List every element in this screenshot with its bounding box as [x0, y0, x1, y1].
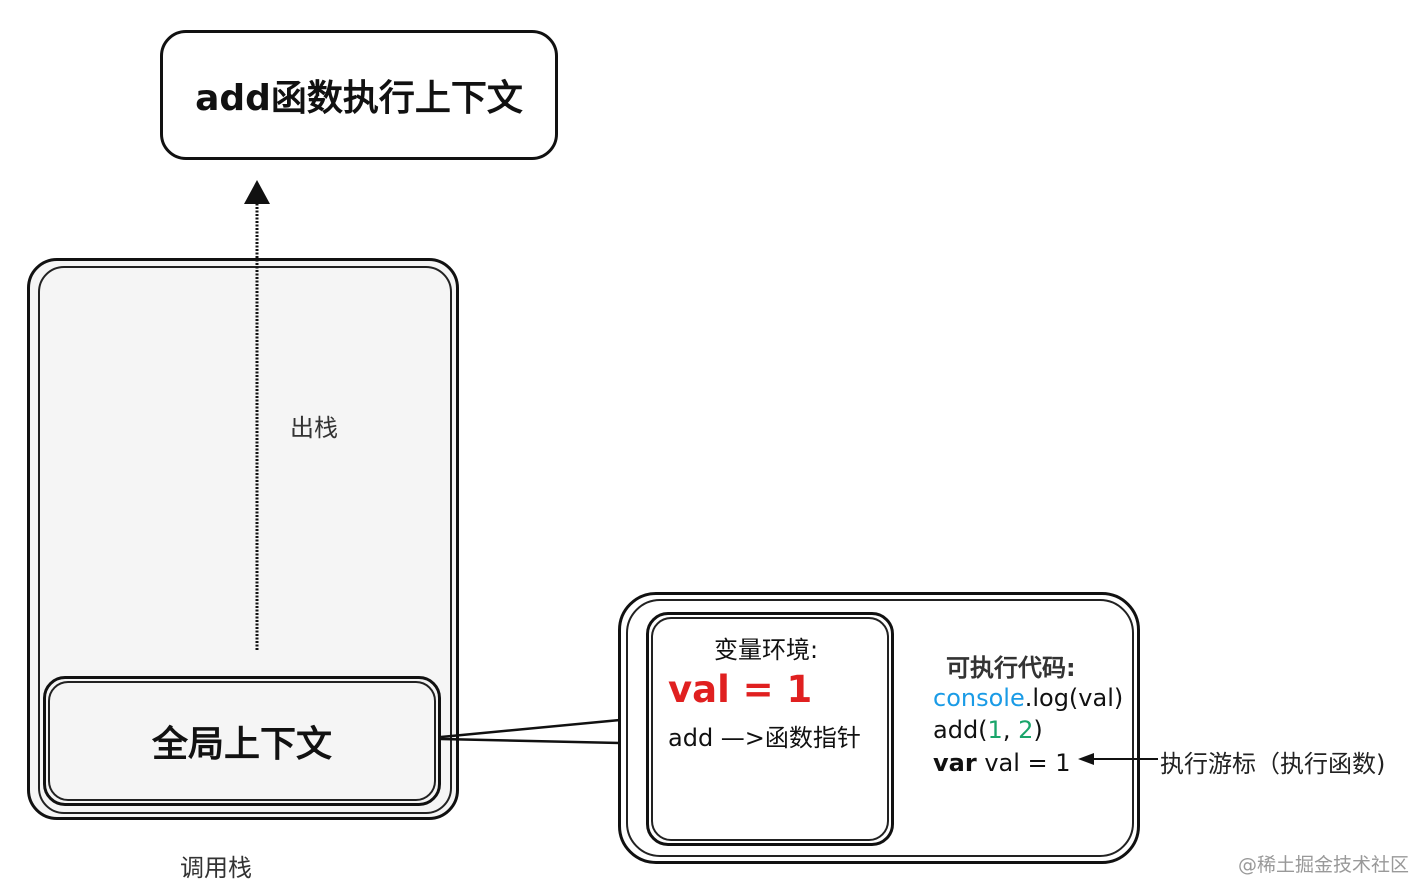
- connector-upper: [440, 718, 621, 739]
- pop-label: 出栈: [290, 414, 338, 442]
- variable-environment-box-outline: [651, 617, 889, 841]
- executable-code-title: 可执行代码:: [946, 654, 1076, 682]
- watermark: @稀土掘金技术社区: [1238, 854, 1410, 876]
- connector-lower: [440, 737, 621, 745]
- add-context-label: add函数执行上下文: [195, 78, 523, 119]
- call-stack-label: 调用栈: [180, 854, 252, 882]
- code-text: ,: [1002, 716, 1019, 744]
- code-text: val = 1: [976, 749, 1071, 777]
- code-text: add(: [933, 716, 988, 744]
- code-text: .log(val): [1024, 684, 1124, 712]
- pop-arrow-head: [244, 180, 270, 204]
- code-number: 2: [1018, 716, 1034, 744]
- global-context-box-outline: [48, 681, 436, 801]
- global-context-label: 全局上下文: [151, 724, 332, 765]
- code-keyword: var: [933, 749, 977, 777]
- code-number: 1: [987, 716, 1003, 744]
- add-context-box: add函数执行上下文: [160, 30, 558, 160]
- code-line-console-log: console.log(val): [933, 684, 1123, 712]
- variable-environment-box: [646, 612, 894, 846]
- code-identifier-console: console: [933, 684, 1025, 712]
- add-function-pointer: add —>函数指针: [668, 724, 861, 752]
- code-line-var-declaration: var val = 1: [933, 749, 1071, 777]
- global-context-box: [43, 676, 441, 806]
- call-stack-box-outline: [38, 266, 452, 814]
- val-assignment: val = 1: [668, 668, 813, 711]
- cursor-arrow-head: [1078, 753, 1094, 765]
- code-text: ): [1033, 716, 1043, 744]
- code-line-add-call: add(1, 2): [933, 716, 1043, 744]
- variable-environment-title: 变量环境:: [714, 636, 819, 664]
- context-detail-box-outline: [626, 599, 1134, 857]
- execution-cursor-label: 执行游标（执行函数): [1160, 750, 1386, 778]
